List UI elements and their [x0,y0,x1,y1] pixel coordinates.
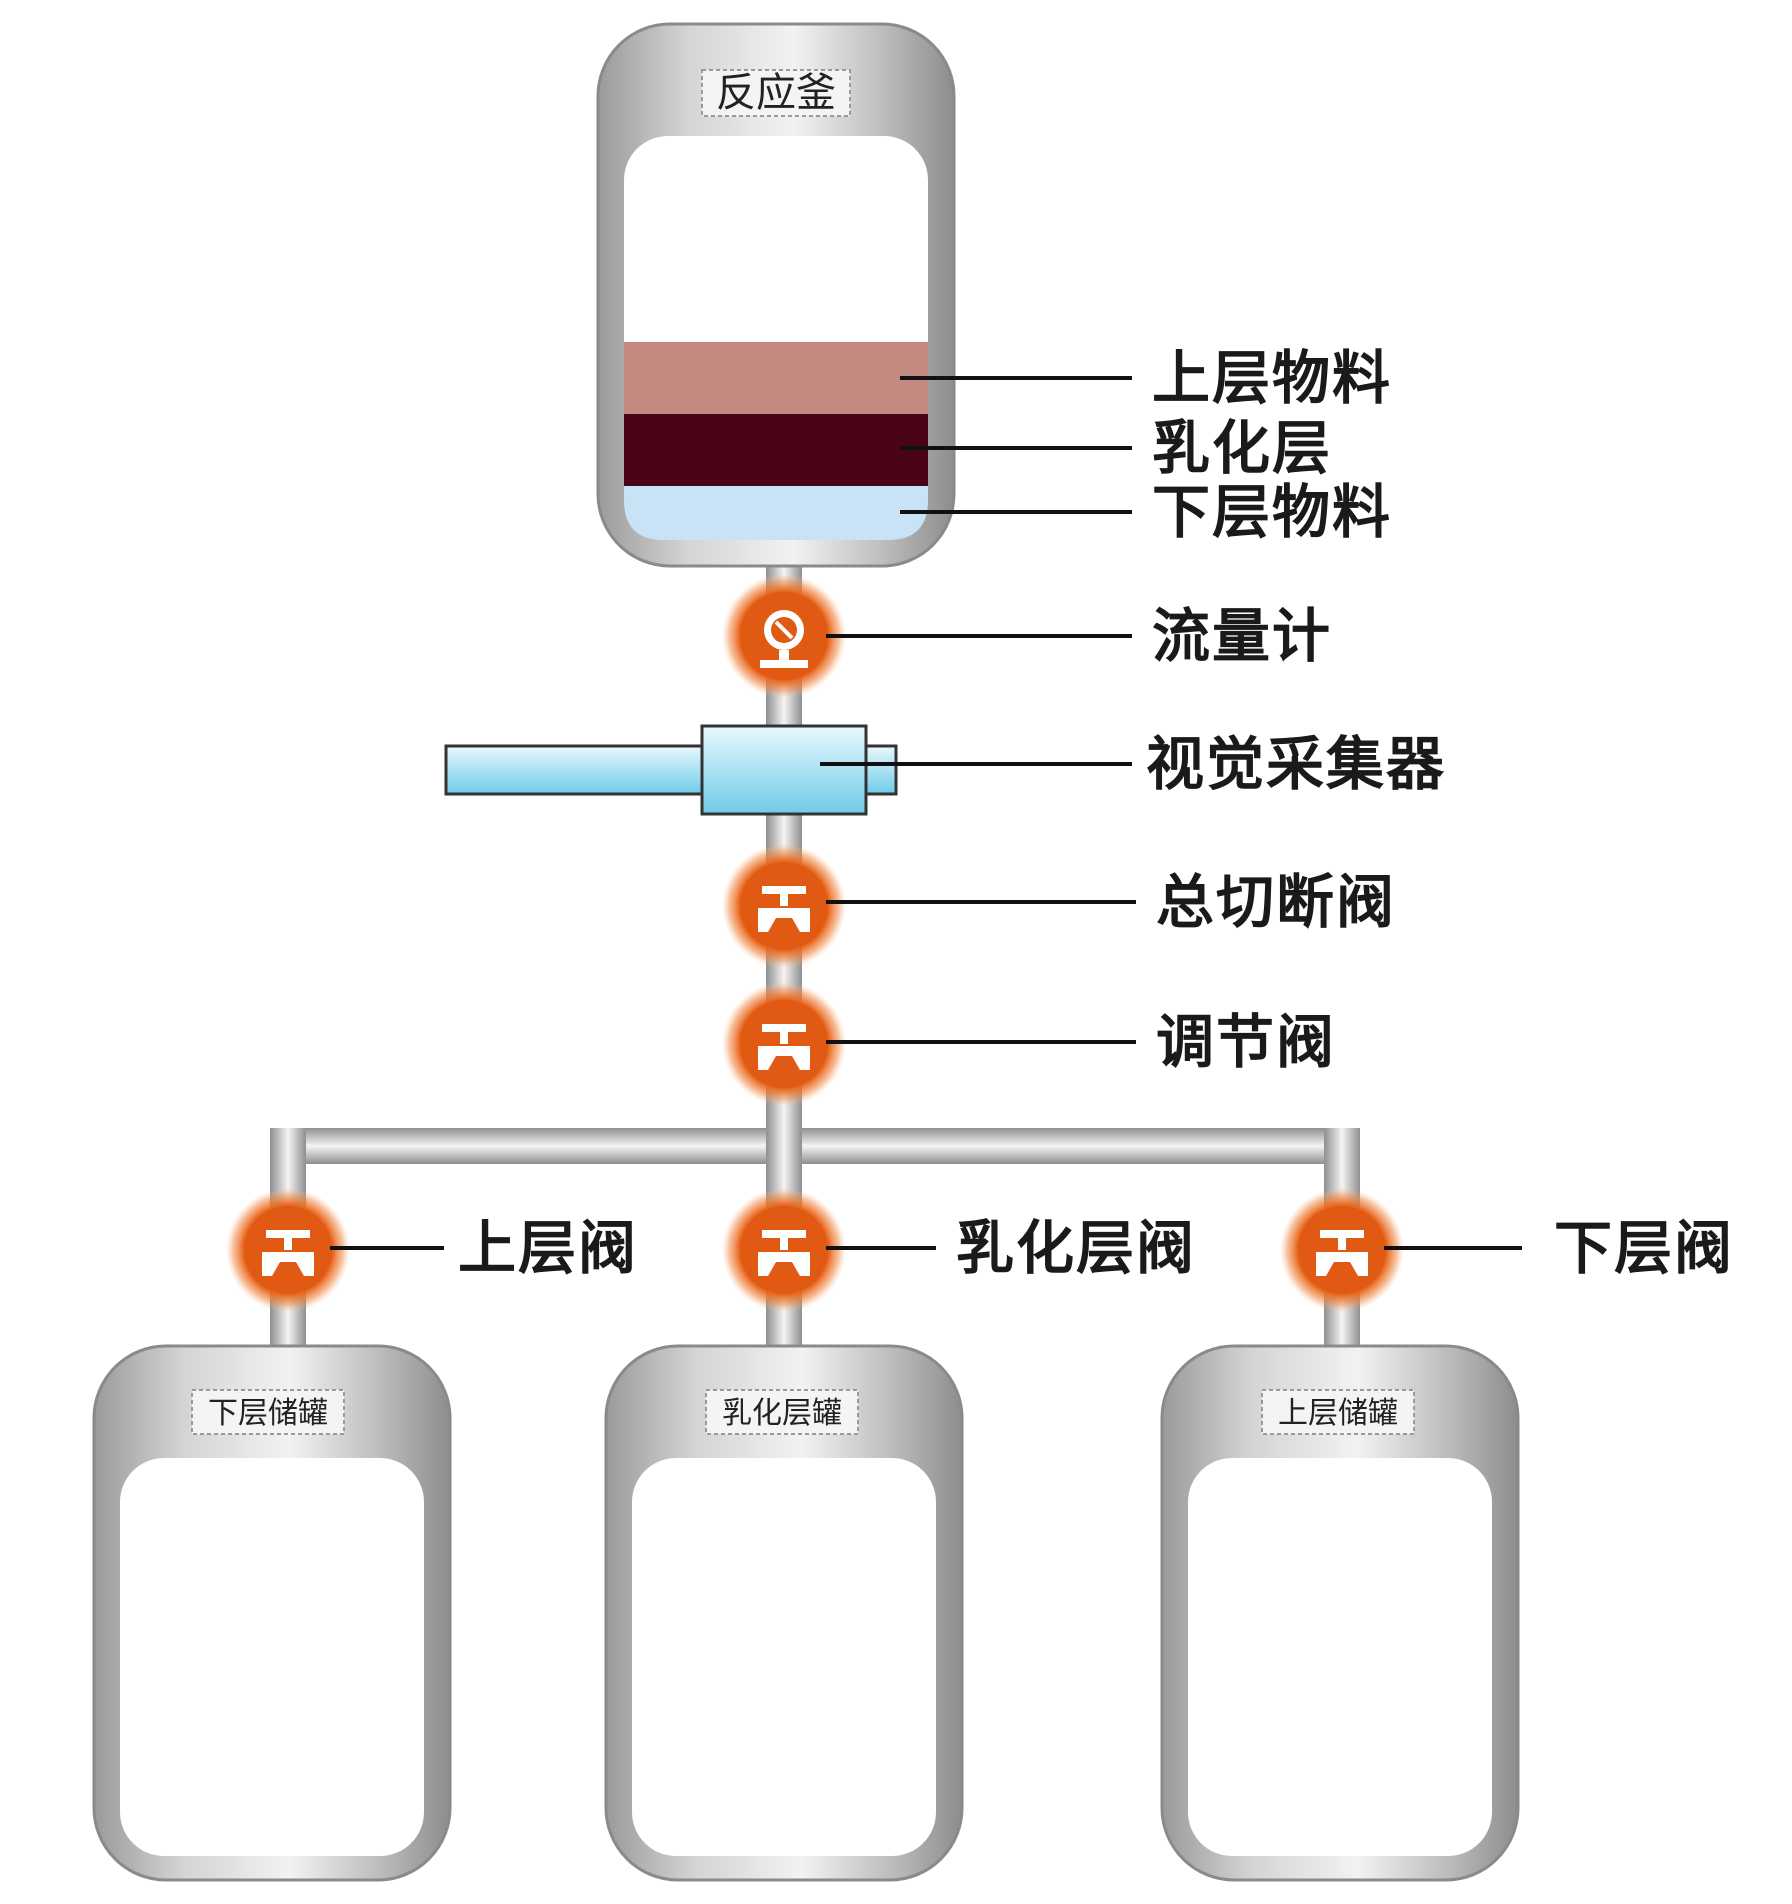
emulsion-layer [624,414,928,486]
tank-label: 上层储罐 [1278,1396,1398,1431]
reactor-nameplate [701,69,851,117]
label-vision-collector: 视觉采集器 [1146,730,1446,798]
tank-upper-storage: 上层储罐 [1160,1344,1520,1882]
label-main-shutoff-valve: 总切断阀 [1156,868,1396,936]
label-emulsion-valve: 乳化层阀 [956,1214,1196,1282]
reactor-vessel: 反应釜 [596,22,956,568]
tank-label: 下层储罐 [208,1396,328,1431]
reactor-label: 反应釜 [716,70,836,116]
vision-collector [444,724,898,816]
lower-material-layer [624,486,928,540]
label-regulating-valve: 调节阀 [1156,1008,1336,1076]
main-shutoff-valve-icon [722,844,846,968]
label-lower-valve: 下层阀 [1554,1214,1734,1282]
label-lower-material: 下层物料 [1152,478,1392,546]
upper-material-layer [624,342,928,414]
tank-label: 乳化层罐 [722,1396,842,1431]
header-pipe [270,1128,1360,1164]
tank-lower-storage: 下层储罐 [92,1344,452,1882]
label-emulsion-layer: 乳化层 [1152,414,1332,482]
label-flowmeter: 流量计 [1152,602,1332,670]
label-upper-valve: 上层阀 [458,1214,638,1282]
label-upper-material: 上层物料 [1152,344,1392,412]
tank-emulsion: 乳化层罐 [604,1344,964,1882]
flowmeter-icon [722,574,846,698]
